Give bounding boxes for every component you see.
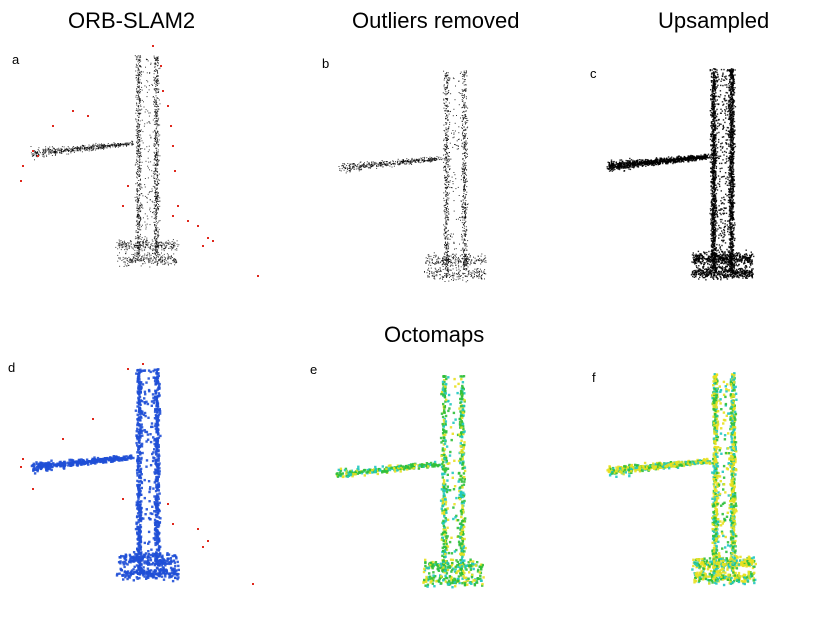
outlier-point (207, 540, 209, 542)
outlier-point (207, 237, 209, 239)
panel-f-octomap (606, 372, 757, 587)
outlier-point (257, 275, 259, 277)
title-upsampled: Upsampled (658, 8, 770, 33)
panel-label-c: c (590, 66, 597, 81)
panel-label-e: e (310, 362, 318, 377)
outlier-point (162, 90, 164, 92)
panel-e-octomap (335, 375, 485, 589)
outlier-point (122, 205, 124, 207)
panel-label-d: d (8, 360, 16, 375)
outlier-point (167, 105, 169, 107)
outlier-point (167, 503, 169, 505)
outlier-point (32, 488, 34, 490)
outlier-point (202, 546, 204, 548)
outlier-point (172, 145, 174, 147)
outlier-point (174, 170, 176, 172)
outlier-point (22, 165, 24, 167)
panel-d-octomap (20, 363, 254, 585)
panel-c-point-cloud (606, 68, 755, 281)
outlier-point (32, 150, 34, 152)
outlier-point (127, 185, 129, 187)
outlier-point (177, 205, 179, 207)
outlier-point (92, 418, 94, 420)
outlier-point (20, 180, 22, 182)
outlier-point (72, 110, 74, 112)
outlier-point (87, 115, 89, 117)
outlier-point (22, 458, 24, 460)
outlier-point (197, 225, 199, 227)
outlier-point (127, 368, 129, 370)
outlier-point (160, 65, 162, 67)
panel-label-a: a (12, 52, 20, 67)
outlier-point (252, 583, 254, 585)
outlier-point (172, 523, 174, 525)
title-octomaps: Octomaps (384, 322, 485, 347)
outlier-point (142, 363, 144, 365)
outlier-point (52, 125, 54, 127)
outlier-point (197, 528, 199, 530)
outlier-point (172, 215, 174, 217)
panel-label-f: f (592, 370, 596, 385)
title-outliers-removed: Outliers removed (352, 8, 520, 33)
panel-b-point-cloud (338, 70, 487, 283)
outlier-point (122, 498, 124, 500)
outlier-point (20, 466, 22, 468)
panel-label-b: b (322, 56, 330, 71)
outlier-point (202, 245, 204, 247)
outlier-point (187, 220, 189, 222)
outlier-point (37, 155, 39, 157)
outlier-point (152, 45, 154, 47)
outlier-point (62, 438, 64, 440)
outlier-point (212, 240, 214, 242)
title-orb-slam2: ORB-SLAM2 (68, 8, 196, 33)
outlier-point (170, 125, 172, 127)
panel-a-point-cloud (20, 45, 259, 277)
